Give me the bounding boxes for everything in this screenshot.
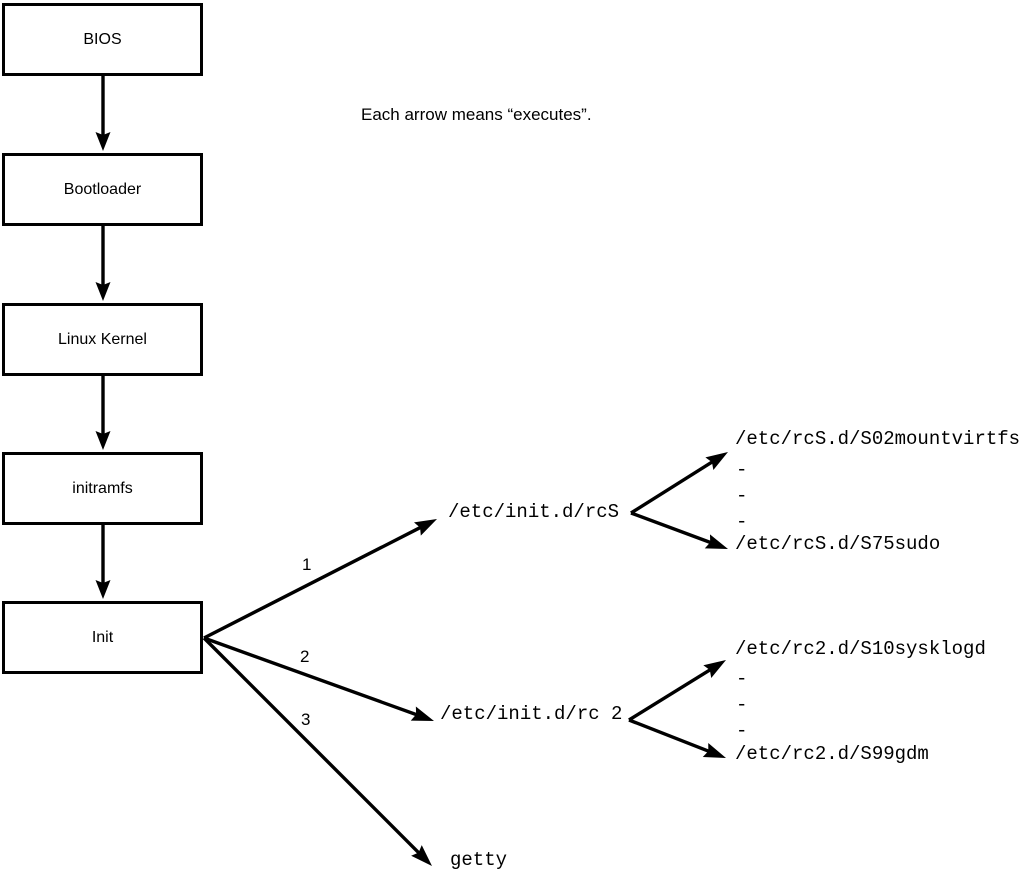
arrow-rcS-group-last [630, 511, 728, 549]
arrow-rcS-group-first [630, 452, 728, 515]
stage-box-init[interactable]: Init [2, 601, 203, 674]
arrow-branch-1 [203, 519, 437, 640]
ellipsis-dash-rcS-group-0: - [736, 459, 748, 481]
edge-number-3: 3 [301, 710, 311, 729]
stage-box-initramfs[interactable]: initramfs [2, 452, 203, 525]
edge-group [95, 76, 728, 866]
target-label-getty: getty [450, 849, 508, 871]
script-label-rc2-group-first: /etc/rc2.d/S10sysklogd [735, 638, 986, 660]
stage-box-kernel[interactable]: Linux Kernel [2, 303, 203, 376]
ellipsis-dash-rc2-group-0: - [736, 668, 748, 690]
stage-box-label-bios: BIOS [83, 30, 122, 48]
stage-box-label-bootloader: Bootloader [63, 180, 142, 198]
script-label-rc2-group-last: /etc/rc2.d/S99gdm [735, 743, 929, 765]
arrow-kernel-to-initramfs [95, 376, 111, 450]
stage-box-bootloader[interactable]: Bootloader [2, 153, 203, 226]
arrow-branch-2 [203, 636, 434, 721]
arrow-bootloader-to-kernel [95, 226, 111, 301]
ellipsis-dash-rcS-group-1: - [736, 485, 748, 507]
stage-box-label-initramfs: initramfs [72, 479, 133, 497]
ellipsis-dash-rc2-group-2: - [736, 720, 748, 742]
target-label-rcs-script: /etc/init.d/rcS [448, 501, 620, 523]
stage-box-bios[interactable]: BIOS [2, 3, 203, 76]
arrow-bios-to-bootloader [95, 76, 111, 151]
arrow-rc2-group-last [628, 718, 726, 758]
arrow-rc2-group-first [628, 660, 726, 722]
script-label-rcS-group-first: /etc/rcS.d/S02mountvirtfs [735, 428, 1021, 450]
legend-note: Each arrow means “executes”. [361, 105, 592, 124]
arrow-initramfs-to-init [95, 525, 111, 599]
stage-box-label-init: Init [91, 628, 114, 646]
ellipsis-dash-rcS-group-2: - [736, 511, 748, 533]
target-label-rc2-script: /etc/init.d/rc 2 [440, 703, 623, 725]
stage-box-label-kernel: Linux Kernel [58, 330, 147, 348]
script-label-rcS-group-last: /etc/rcS.d/S75sudo [735, 533, 941, 555]
edge-number-1: 1 [302, 555, 312, 574]
edge-number-2: 2 [300, 647, 310, 666]
ellipsis-dash-rc2-group-1: - [736, 694, 748, 716]
arrow-branch-3 [202, 636, 432, 866]
